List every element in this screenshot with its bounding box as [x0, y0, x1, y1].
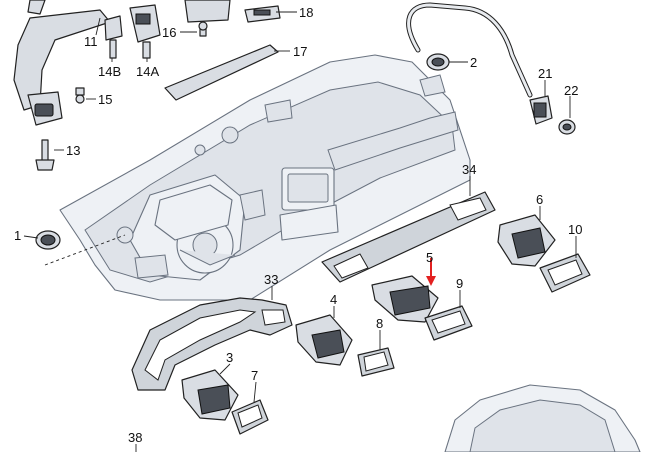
trim-frame-33 [131, 297, 293, 391]
vent-6 [497, 214, 556, 267]
screw-16 [184, 0, 231, 37]
leader-lines [23, 11, 577, 452]
label-16: 16 [162, 25, 176, 40]
vent-3 [181, 369, 239, 421]
label-14b: 14B [98, 64, 121, 79]
label-5: 5 [426, 250, 433, 265]
vent-5 [371, 275, 439, 323]
vent-4 [295, 314, 353, 366]
connector-parts [104, 4, 161, 59]
label-13: 13 [66, 143, 80, 158]
screw-15 [75, 87, 85, 104]
trim-part-18 [244, 5, 281, 23]
label-3: 3 [226, 350, 233, 365]
fastener-13 [35, 139, 55, 171]
label-18: 18 [299, 5, 313, 20]
label-15: 15 [98, 92, 112, 107]
label-1: 1 [14, 228, 21, 243]
highlight-arrow [426, 258, 436, 286]
label-6: 6 [536, 192, 543, 207]
label-9: 9 [456, 276, 463, 291]
label-21: 21 [538, 66, 552, 81]
part-labels: 11 14B 14A 16 18 17 15 13 1 2 21 22 34 6… [14, 5, 582, 445]
label-10: 10 [568, 222, 582, 237]
side-vent-1 [35, 230, 61, 250]
hose-assembly [406, 2, 576, 135]
label-22: 22 [564, 83, 578, 98]
label-7: 7 [251, 368, 258, 383]
label-11: 11 [84, 34, 98, 49]
label-8: 8 [376, 316, 383, 331]
label-38: 38 [128, 430, 142, 445]
label-34: 34 [462, 162, 476, 177]
trim-strip-17 [164, 44, 279, 101]
label-17: 17 [293, 44, 307, 59]
label-14a: 14A [136, 64, 159, 79]
vent-2 [426, 53, 450, 71]
label-2: 2 [470, 55, 477, 70]
trim-frame-34 [321, 191, 496, 283]
label-4: 4 [330, 292, 337, 307]
air-duct-left [13, 0, 111, 126]
dashboard-assembly [44, 54, 471, 301]
label-33: 33 [264, 272, 278, 287]
